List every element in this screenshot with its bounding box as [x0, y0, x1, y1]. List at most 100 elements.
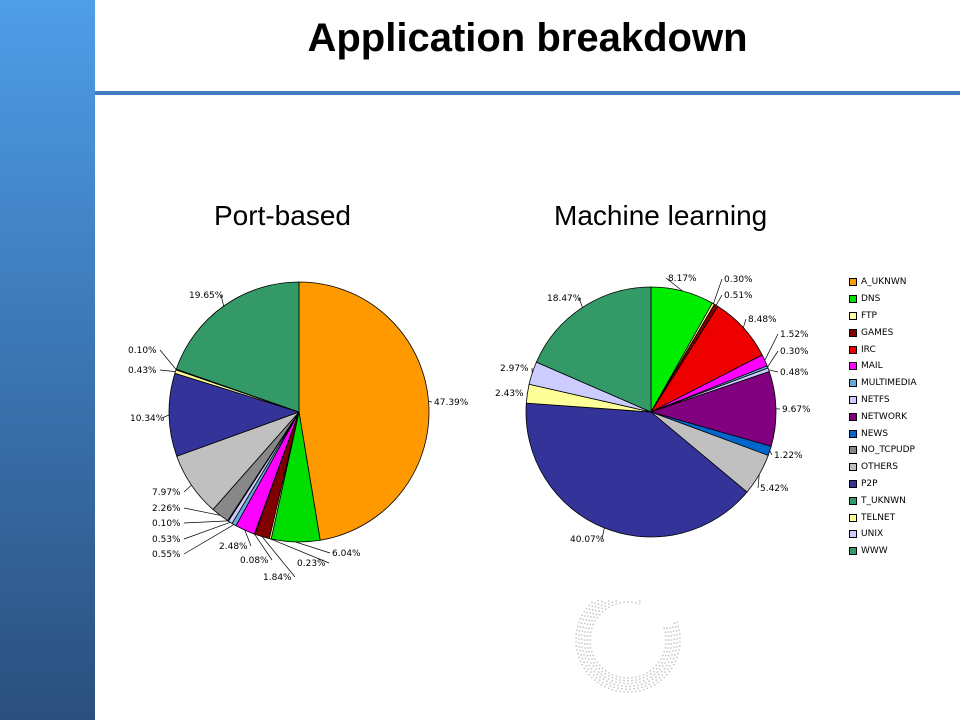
deco-dot: [673, 622, 676, 625]
port-label-network: 0.10%: [152, 519, 181, 529]
deco-dot: [666, 668, 669, 670]
deco-dot: [640, 683, 643, 686]
deco-dot: [593, 661, 595, 664]
legend-swatch: [849, 395, 857, 404]
port-slice-a-uknwn: [298, 281, 430, 541]
deco-dot: [583, 661, 585, 664]
deco-dot: [586, 643, 589, 645]
deco-dot: [605, 683, 608, 686]
ml-leader-mail: [764, 333, 779, 361]
legend-swatch: [849, 513, 857, 522]
deco-dot: [660, 658, 662, 660]
side-accent-bar: [0, 0, 95, 720]
deco-dot: [641, 686, 643, 689]
title-divider: [95, 91, 960, 95]
legend-swatch: [849, 463, 857, 472]
deco-dot: [589, 654, 592, 657]
deco-dot: [577, 625, 579, 628]
deco-dot: [676, 634, 678, 636]
deco-dot: [594, 602, 596, 605]
port-leader-a-uknwn: [428, 401, 433, 403]
ml-leader-news: [769, 450, 773, 456]
deco-dot: [597, 600, 599, 602]
deco-dot: [670, 647, 672, 649]
deco-dot: [661, 654, 664, 657]
deco-dot: [653, 673, 656, 676]
deco-dot: [579, 660, 582, 663]
deco-dot: [591, 605, 594, 608]
deco-dot: [591, 619, 593, 622]
deco-dot: [591, 601, 593, 604]
deco-dot: [575, 645, 578, 647]
deco-dot: [625, 688, 627, 691]
deco-dot: [651, 678, 654, 681]
legend-swatch: [849, 479, 857, 488]
deco-dot: [597, 606, 600, 609]
port-slice-p2p: [168, 372, 301, 457]
legend-label: NO_TCPUDP: [861, 445, 915, 456]
deco-dot: [638, 600, 641, 602]
deco-dot: [580, 638, 583, 640]
deco-dot: [580, 622, 583, 625]
deco-dot: [637, 687, 639, 690]
deco-dot: [623, 682, 625, 685]
legend-item-news: NEWS: [849, 425, 957, 442]
decorative-dotted-circle: [575, 600, 681, 693]
legend-swatch: [849, 295, 857, 304]
port-leader-www: [220, 294, 225, 307]
deco-dot: [594, 668, 597, 671]
deco-dot: [604, 605, 607, 607]
deco-dot: [657, 681, 659, 684]
deco-dot: [677, 652, 679, 655]
deco-dot: [582, 626, 585, 629]
deco-dot: [667, 631, 669, 633]
ml-label-telnet: 2.43%: [495, 389, 524, 399]
port-label-mail: 2.48%: [219, 542, 248, 552]
deco-dot: [627, 691, 629, 693]
legend-swatch: [849, 496, 857, 505]
legend-swatch: [849, 412, 857, 421]
deco-dot: [588, 608, 591, 611]
ml-leader-others: [757, 474, 760, 489]
deco-dot: [598, 679, 601, 682]
ml-leader-p2p: [601, 527, 605, 540]
deco-dot: [577, 638, 580, 640]
port-leader-others: [183, 484, 192, 493]
deco-dot: [589, 635, 592, 637]
deco-dot: [587, 631, 589, 633]
ml-leader-games: [715, 294, 723, 306]
deco-dot: [666, 658, 668, 661]
deco-dot: [617, 684, 619, 687]
deco-dot: [589, 612, 592, 614]
deco-dot: [607, 687, 610, 690]
deco-dot: [658, 673, 660, 676]
deco-dot: [591, 608, 594, 611]
deco-dot: [587, 615, 590, 618]
port-label-a-uknwn: 47.39%: [434, 398, 469, 408]
deco-dot: [656, 671, 659, 674]
deco-dot: [615, 600, 618, 602]
deco-dot: [623, 690, 625, 693]
deco-dot: [635, 682, 637, 684]
ml-label-mail: 1.52%: [780, 330, 809, 340]
deco-dot: [631, 682, 633, 685]
deco-dot: [655, 676, 657, 678]
deco-dot: [594, 679, 596, 681]
deco-dot: [609, 682, 612, 684]
deco-dot: [575, 641, 577, 643]
deco-dot: [600, 683, 603, 686]
deco-dot: [604, 602, 606, 604]
deco-dot: [600, 600, 603, 603]
port-leader-ftp: [270, 538, 330, 564]
deco-dot: [667, 635, 670, 637]
ml-leader-dns: [665, 277, 683, 292]
deco-dot: [586, 654, 589, 657]
deco-dot: [675, 630, 678, 632]
port-leader-network: [183, 520, 229, 524]
deco-dot: [676, 638, 679, 640]
legend-item-network: NETWORK: [849, 408, 957, 425]
deco-dot: [585, 664, 587, 667]
port-label-games: 1.84%: [263, 573, 292, 583]
deco-dot: [598, 667, 601, 670]
